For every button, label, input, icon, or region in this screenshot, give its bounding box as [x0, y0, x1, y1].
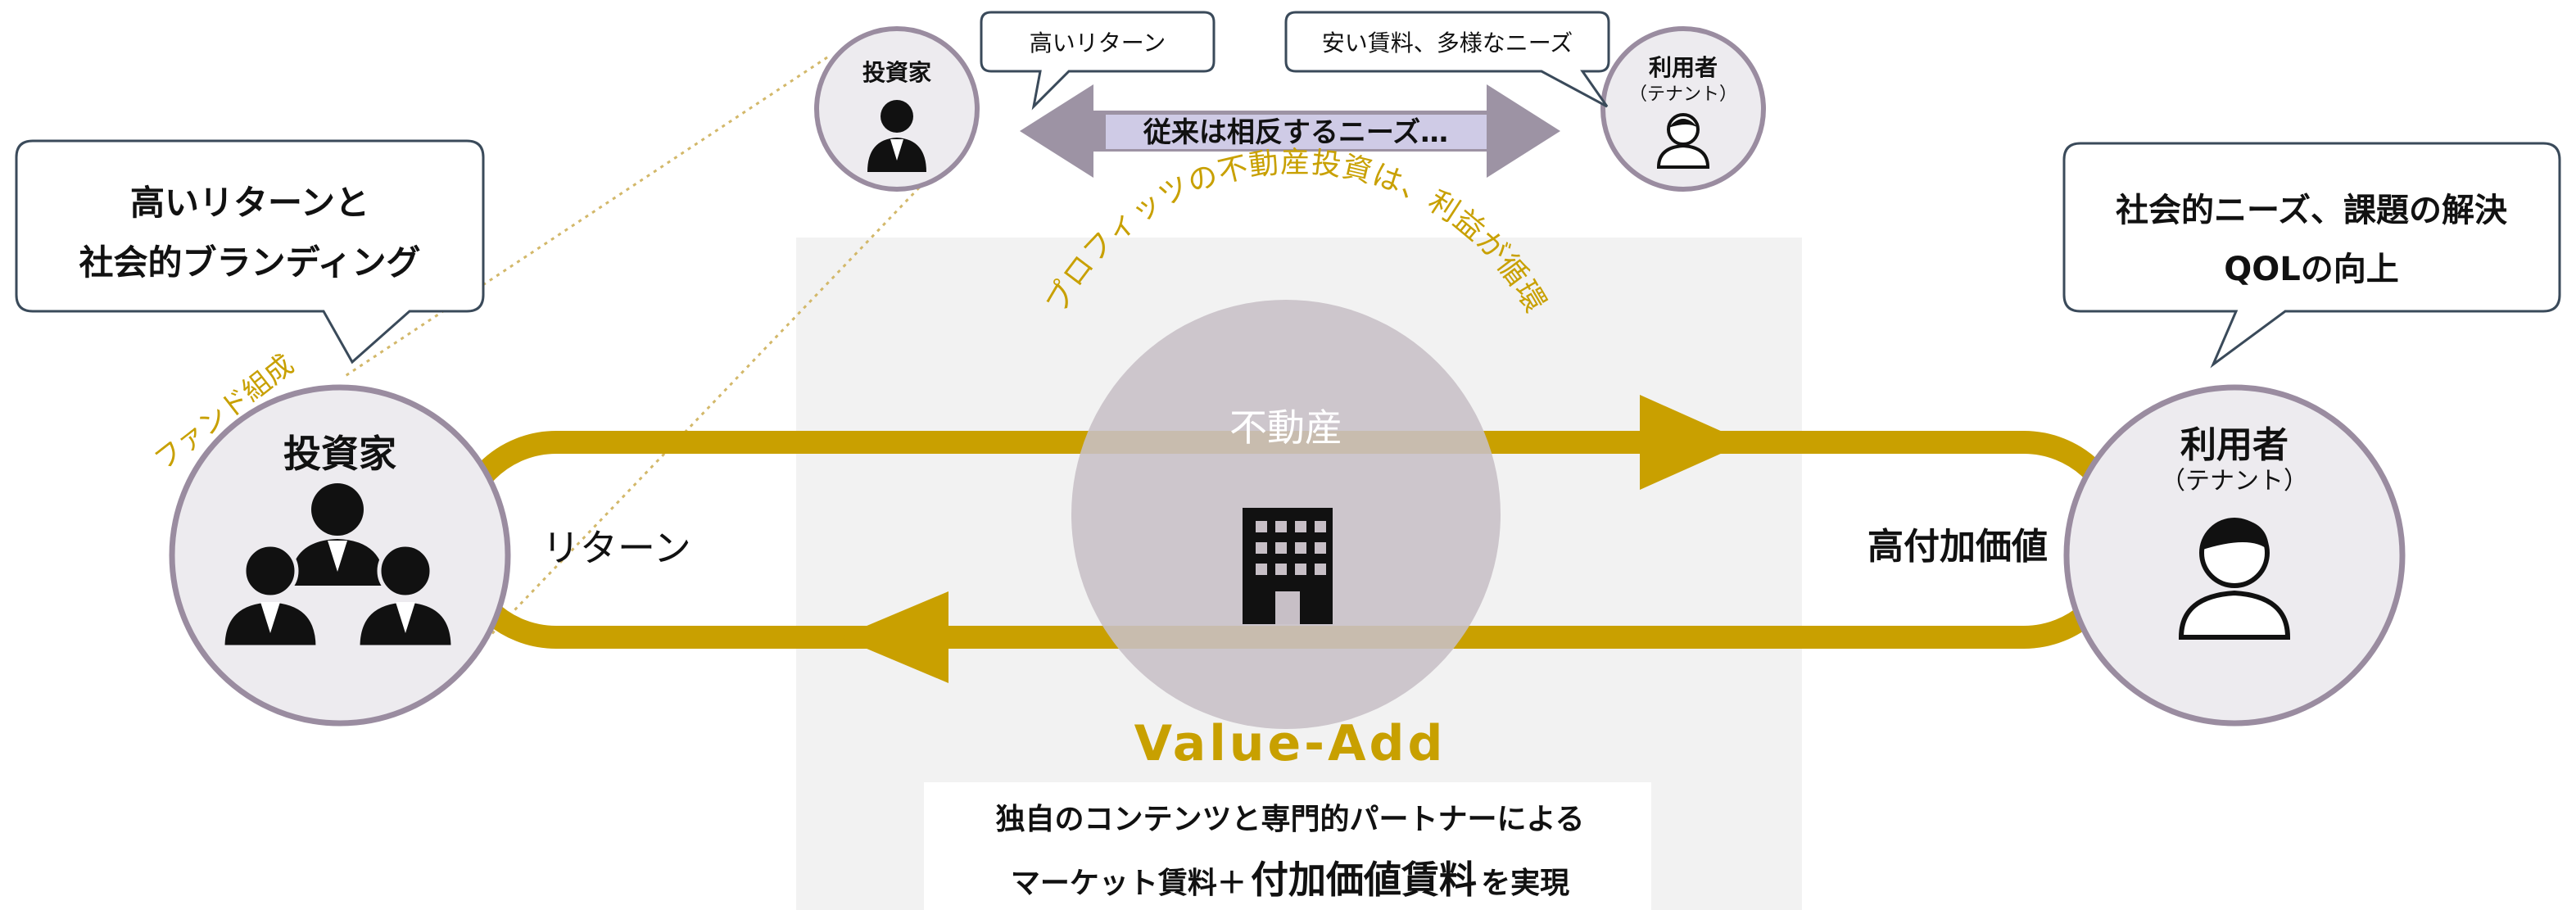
conflict-label: 従来は相反するニーズ…: [1143, 116, 1448, 149]
value-label: 高付加価値: [1867, 526, 2048, 568]
return-arrowhead: [840, 591, 948, 683]
investor-label: 投資家: [283, 432, 396, 476]
description-line2-a: マーケット賃料＋: [1011, 867, 1247, 900]
investor-bubble-line1: 高いリターンと: [130, 183, 369, 223]
description-line2-b: 付加価値賃料: [1251, 858, 1477, 902]
investor-node: 投資家: [169, 384, 511, 727]
forward-arrowhead: [1640, 395, 1746, 490]
description-line1: 独自のコンテンツと専門的パートナーによる: [996, 803, 1585, 836]
top-investor-label: 投資家: [862, 59, 931, 86]
investor-bubble-line2: 社会的ブランディング: [79, 242, 420, 283]
top-investor-node: 投資家: [814, 26, 980, 192]
top-tenant-sub: （テナント）: [1629, 84, 1737, 105]
description-line2: マーケット賃料＋ 付加価値賃料 を実現: [1011, 858, 1569, 902]
top-tenant-node: 利用者 （テナント）: [1600, 26, 1766, 192]
value-add-label: Value-Add: [1134, 715, 1446, 772]
tenant-person-icon: [2178, 518, 2291, 640]
tenant-bubble-line2: QOLの向上: [2224, 251, 2399, 288]
investor-top-bubble-text: 高いリターン: [1030, 29, 1166, 57]
connector-line-bottom: [478, 162, 944, 649]
conflict-arrow: 従来は相反するニーズ…: [1020, 84, 1560, 178]
building-icon: [1243, 508, 1333, 624]
investor-top-bubble: 高いリターン: [980, 11, 1216, 111]
top-tenant-label: 利用者: [1649, 54, 1718, 81]
tenant-node: 利用者 （テナント）: [2063, 384, 2406, 727]
tenant-top-bubble-text: 安い賃料、多様なニーズ: [1322, 29, 1573, 57]
tenant-bubble-line1: 社会的ニーズ、課題の解決: [2116, 192, 2507, 229]
person-suit-icon: [867, 100, 926, 172]
description-box: [924, 782, 1651, 910]
description-line2-c: を実現: [1481, 867, 1569, 900]
tenant-sub: （テナント）: [2161, 467, 2308, 496]
connector-line-top: [343, 56, 828, 378]
tenant-top-bubble: 安い賃料、多様なニーズ: [1284, 11, 1610, 108]
property-label: 不動産: [1229, 405, 1342, 450]
investor-speech-bubble: 高いリターンと 社会的ブランディング: [15, 139, 485, 364]
return-label: リターン: [542, 526, 691, 570]
person-outline-icon: [1656, 113, 1710, 169]
tenant-speech-bubble: 社会的ニーズ、課題の解決 QOLの向上: [2062, 142, 2561, 369]
tenant-label: 利用者: [2180, 424, 2289, 466]
investor-group-icon: [220, 483, 455, 650]
